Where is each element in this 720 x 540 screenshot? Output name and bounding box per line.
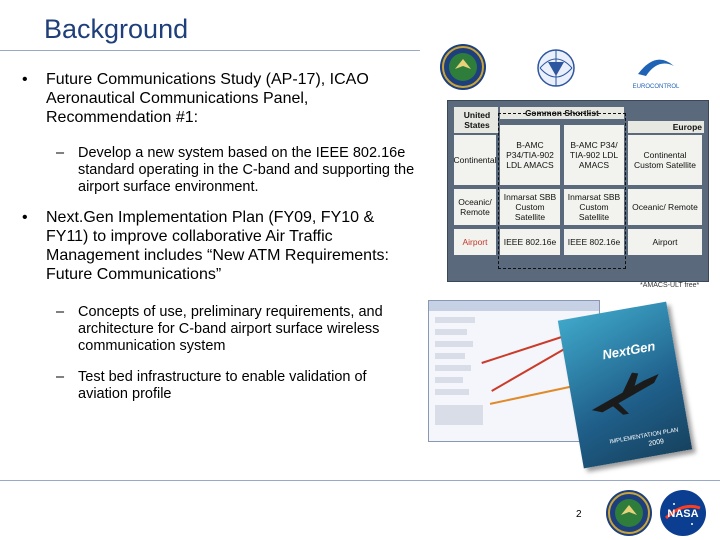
common-shortlist-figure: United States Common Shortlist Europe Co…	[447, 100, 709, 282]
svg-text:EUROCONTROL: EUROCONTROL	[633, 84, 680, 90]
shortlist-header-us: United States	[454, 107, 498, 133]
bullet-2: • Next.Gen Implementation Plan (FY09, FY…	[22, 208, 406, 284]
nextgen-plan-cover: NextGen IMPLEMENTATION PLAN 2009	[557, 301, 693, 469]
roadmap-row	[435, 365, 471, 371]
sub-bullet-1-1: – Develop a new system based on the IEEE…	[56, 145, 418, 196]
roadmap-row	[435, 317, 475, 323]
footer-divider	[0, 480, 720, 481]
title-divider	[0, 50, 420, 51]
bullet-marker: •	[22, 209, 28, 226]
sub-bullet-text: Develop a new system based on the IEEE 8…	[78, 145, 415, 195]
shortlist-header-europe: Europe	[628, 121, 704, 133]
eurocontrol-logo-icon: EUROCONTROL	[628, 44, 684, 94]
airplane-icon	[591, 372, 659, 415]
book-footer: IMPLEMENTATION PLAN	[609, 427, 680, 446]
shortlist-cell: IEEE 802.16e	[564, 229, 624, 255]
roadmap-header	[429, 301, 599, 311]
roadmap-row	[435, 329, 467, 335]
sub-bullet-text: Concepts of use, preliminary requirement…	[78, 304, 383, 354]
bullet-text: Next.Gen Implementation Plan (FY09, FY10…	[46, 209, 389, 283]
bullet-marker: •	[22, 71, 28, 88]
book-year: 2009	[648, 438, 665, 448]
shortlist-cell: IEEE 802.16e	[500, 229, 560, 255]
shortlist-cell: Inmarsat SBB Custom Satellite	[500, 189, 560, 225]
shortlist-cell: Oceanic/ Remote	[628, 189, 702, 225]
shortlist-row-label: Oceanic/ Remote	[454, 189, 496, 225]
roadmap-row	[435, 341, 473, 347]
shortlist-row-label: Continental	[454, 135, 497, 185]
roadmap-row	[435, 353, 465, 359]
faa-footer-logo-icon	[606, 490, 652, 536]
sub-bullet-marker: –	[56, 145, 65, 161]
page-number: 2	[576, 509, 582, 520]
faa-logo-icon	[440, 44, 486, 90]
roadmap-row	[435, 377, 463, 383]
nasa-logo-icon: NASA	[660, 490, 706, 536]
slide-title: Background	[44, 14, 189, 44]
bullet-1: • Future Communications Study (AP-17), I…	[22, 70, 416, 127]
sub-bullet-2-2: – Test bed infrastructure to enable vali…	[56, 369, 408, 403]
sub-bullet-marker: –	[56, 369, 65, 385]
shortlist-cell: B-AMC P34/TIA-902 LDL AMACS	[500, 125, 560, 185]
shortlist-highlight-box	[498, 113, 626, 269]
bullet-text: Future Communications Study (AP-17), ICA…	[46, 71, 369, 126]
svg-text:NASA: NASA	[667, 508, 698, 520]
roadmap-row	[435, 405, 483, 425]
shortlist-cell: Airport	[628, 229, 702, 255]
shortlist-cell: Inmarsat SBB Custom Satellite	[564, 189, 624, 225]
shortlist-row-label: Airport	[454, 229, 496, 255]
sub-bullet-marker: –	[56, 304, 65, 320]
roadmap-row	[435, 389, 469, 395]
icao-logo-icon	[528, 40, 584, 96]
shortlist-cell: B-AMC P34/ TIA-902 LDL AMACS	[564, 125, 624, 185]
shortlist-cell: Continental Custom Satellite	[628, 135, 702, 185]
sub-bullet-2-1: – Concepts of use, preliminary requireme…	[56, 304, 408, 355]
sub-bullet-text: Test bed infrastructure to enable valida…	[78, 369, 367, 402]
shortlist-caption: *AMACS-ULT free*	[640, 282, 700, 289]
book-title: NextGen	[601, 338, 657, 363]
